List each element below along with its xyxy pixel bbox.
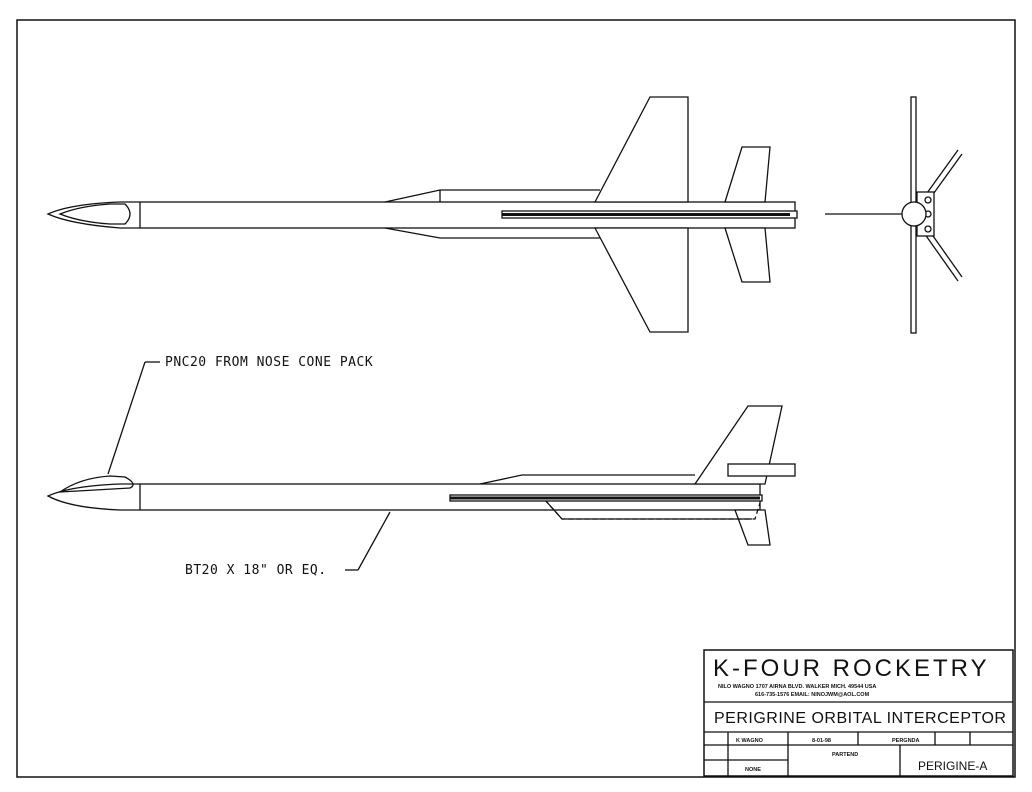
callout-nose-cone: PNC20 FROM NOSE CONE PACK [107, 355, 373, 475]
end-view [825, 96, 963, 334]
drawing-number: PERIGINE-A [918, 759, 987, 773]
body-tube-end [901, 201, 927, 227]
nose-cone-top [46, 201, 140, 229]
main-wing-top-lower [593, 227, 689, 333]
callout-body-tube-text: BT20 X 18" OR EQ. [185, 563, 327, 578]
side-view [46, 405, 796, 546]
main-wing-top-upper [593, 96, 689, 203]
callout-nose-cone-text: PNC20 FROM NOSE CONE PACK [165, 355, 373, 370]
company-name: K-FOUR ROCKETRY [713, 655, 990, 682]
ventral-fin [734, 509, 771, 546]
company-contact: 616-735-1576 EMAIL: NINOJWM@AOL.COM [755, 692, 870, 698]
title-block: K-FOUR ROCKETRY NILO WAGNO 1707 AIRNA BL… [703, 649, 1014, 777]
field-c-value: PARTEND [832, 752, 858, 758]
date-value: 8-01-98 [812, 738, 831, 744]
tail-fin-top-upper [724, 146, 771, 203]
nose-cone-side [46, 483, 140, 511]
sheet-border [16, 19, 1016, 778]
drawn-by-value: K WAGNO [736, 738, 764, 744]
top-view [46, 96, 798, 333]
callout-body-tube: BT20 X 18" OR EQ. [185, 511, 391, 578]
company-address: NILO WAGNO 1707 AIRNA BLVD. WALKER MICH.… [718, 684, 876, 690]
field-a-value: PERGNDA [892, 738, 920, 744]
field-b-value: NONE [745, 767, 761, 773]
drawing-title: PERIGRINE ORBITAL INTERCEPTOR [714, 710, 1006, 727]
tail-fin-top-lower [724, 227, 771, 283]
